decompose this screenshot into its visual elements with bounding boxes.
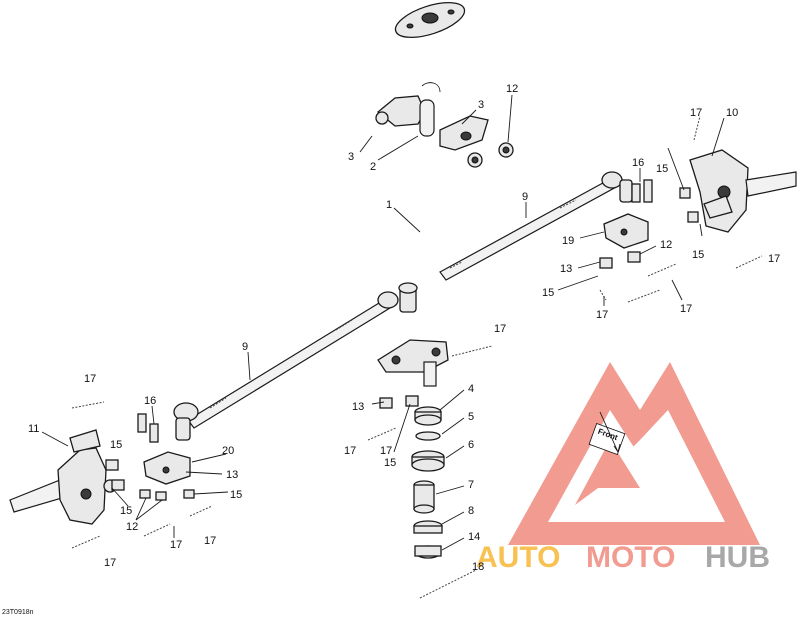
leader-lines <box>41 94 725 551</box>
callout-10: 10 <box>726 107 738 119</box>
watermark-triangle-inner <box>548 410 725 522</box>
callout-17-c: 17 <box>680 303 692 315</box>
center-pivot-arm <box>377 339 449 387</box>
right-spindle-knuckle <box>689 149 797 233</box>
callout-labels: 1 2 3 3 4 5 6 7 8 9 9 10 11 12 12 12 13 … <box>28 83 780 573</box>
callout-16-left: 16 <box>144 395 156 407</box>
callout-17-a: 17 <box>690 107 702 119</box>
front-direction-indicator: Front <box>588 411 626 455</box>
callout-12-left: 12 <box>126 521 138 533</box>
callout-13-right: 13 <box>560 263 572 275</box>
callout-17-g: 17 <box>344 445 356 457</box>
ball-joint-holders <box>143 213 649 485</box>
callout-3-right: 3 <box>478 99 484 111</box>
callout-11: 11 <box>28 423 39 435</box>
callout-17-e: 17 <box>494 323 506 335</box>
callout-15-g: 15 <box>384 457 396 469</box>
callout-17-h: 17 <box>170 539 182 551</box>
callout-17-k: 17 <box>380 445 392 457</box>
callout-9-left: 9 <box>242 341 248 353</box>
hardware-fasteners <box>105 179 699 501</box>
drawing-code: 23T0918n <box>2 609 34 616</box>
callout-15-b: 15 <box>692 249 704 261</box>
callout-5: 5 <box>468 411 474 423</box>
callout-12-right: 12 <box>660 239 672 251</box>
callout-15-f: 15 <box>230 489 242 501</box>
callout-2: 2 <box>370 161 376 173</box>
callout-8: 8 <box>468 505 474 517</box>
watermark-hub-text: HUB <box>705 541 770 574</box>
callout-15-c: 15 <box>542 287 554 299</box>
callout-12-top: 12 <box>506 83 518 95</box>
callout-7: 7 <box>468 479 474 491</box>
cotter-pins <box>71 115 763 599</box>
callout-15-d: 15 <box>110 439 122 451</box>
callout-17-b: 17 <box>768 253 780 265</box>
left-spindle-knuckle <box>9 429 117 525</box>
watermark-logo: AUTO MOTO HUB <box>476 362 770 574</box>
bushing-stack <box>411 406 445 559</box>
callout-16-right: 16 <box>632 157 644 169</box>
steering-tie-rods <box>173 171 633 441</box>
callout-4: 4 <box>468 383 474 395</box>
steering-column-support <box>375 82 514 168</box>
callout-15-e: 15 <box>120 505 132 517</box>
callout-6: 6 <box>468 439 474 451</box>
callout-14: 14 <box>468 531 480 543</box>
callout-17-j: 17 <box>104 557 116 569</box>
callout-15-a: 15 <box>656 163 668 175</box>
callout-17-i: 17 <box>204 535 216 547</box>
callout-3-left: 3 <box>348 151 354 163</box>
watermark-auto-text: AUTO <box>476 541 560 574</box>
callout-18: 18 <box>472 561 484 573</box>
watermark-moto-text: MOTO <box>586 541 675 574</box>
callout-17-d: 17 <box>596 309 608 321</box>
callout-1: 1 <box>386 199 392 211</box>
callout-13-center: 13 <box>352 401 364 413</box>
steering-plate-top <box>394 1 466 39</box>
callout-20: 20 <box>222 445 234 457</box>
callout-17-f: 17 <box>84 373 96 385</box>
callout-13-left: 13 <box>226 469 238 481</box>
callout-9-right: 9 <box>522 191 528 203</box>
callout-19: 19 <box>562 235 574 247</box>
